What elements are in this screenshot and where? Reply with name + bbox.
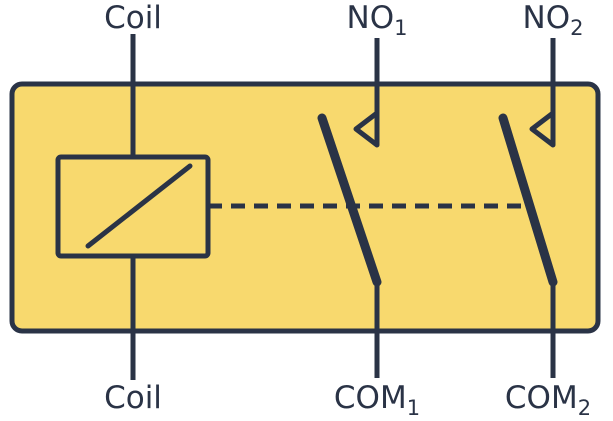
com2-label: COM2 (505, 380, 591, 420)
com2-label-sub: 2 (578, 396, 591, 420)
com1-label: COM1 (334, 380, 420, 420)
coil-bottom-label: Coil (104, 380, 162, 416)
no2-label: NO2 (523, 0, 584, 40)
no2-label-base: NO (523, 0, 571, 36)
coil-diagonal (85, 163, 193, 249)
no2-label-sub: 2 (570, 16, 583, 40)
com1-label-base: COM (334, 380, 407, 416)
switch-arm-1 (317, 113, 382, 287)
com1-label-sub: 1 (407, 396, 420, 420)
no1-label: NO1 (347, 0, 408, 40)
com2-label-base: COM (505, 380, 578, 416)
no1-contact-tip (353, 110, 380, 148)
no1-label-sub: 1 (394, 16, 407, 40)
no2-contact-tip (529, 110, 556, 148)
switch-arm-2 (498, 113, 558, 287)
coil-top-label: Coil (104, 0, 162, 36)
no1-label-base: NO (347, 0, 395, 36)
